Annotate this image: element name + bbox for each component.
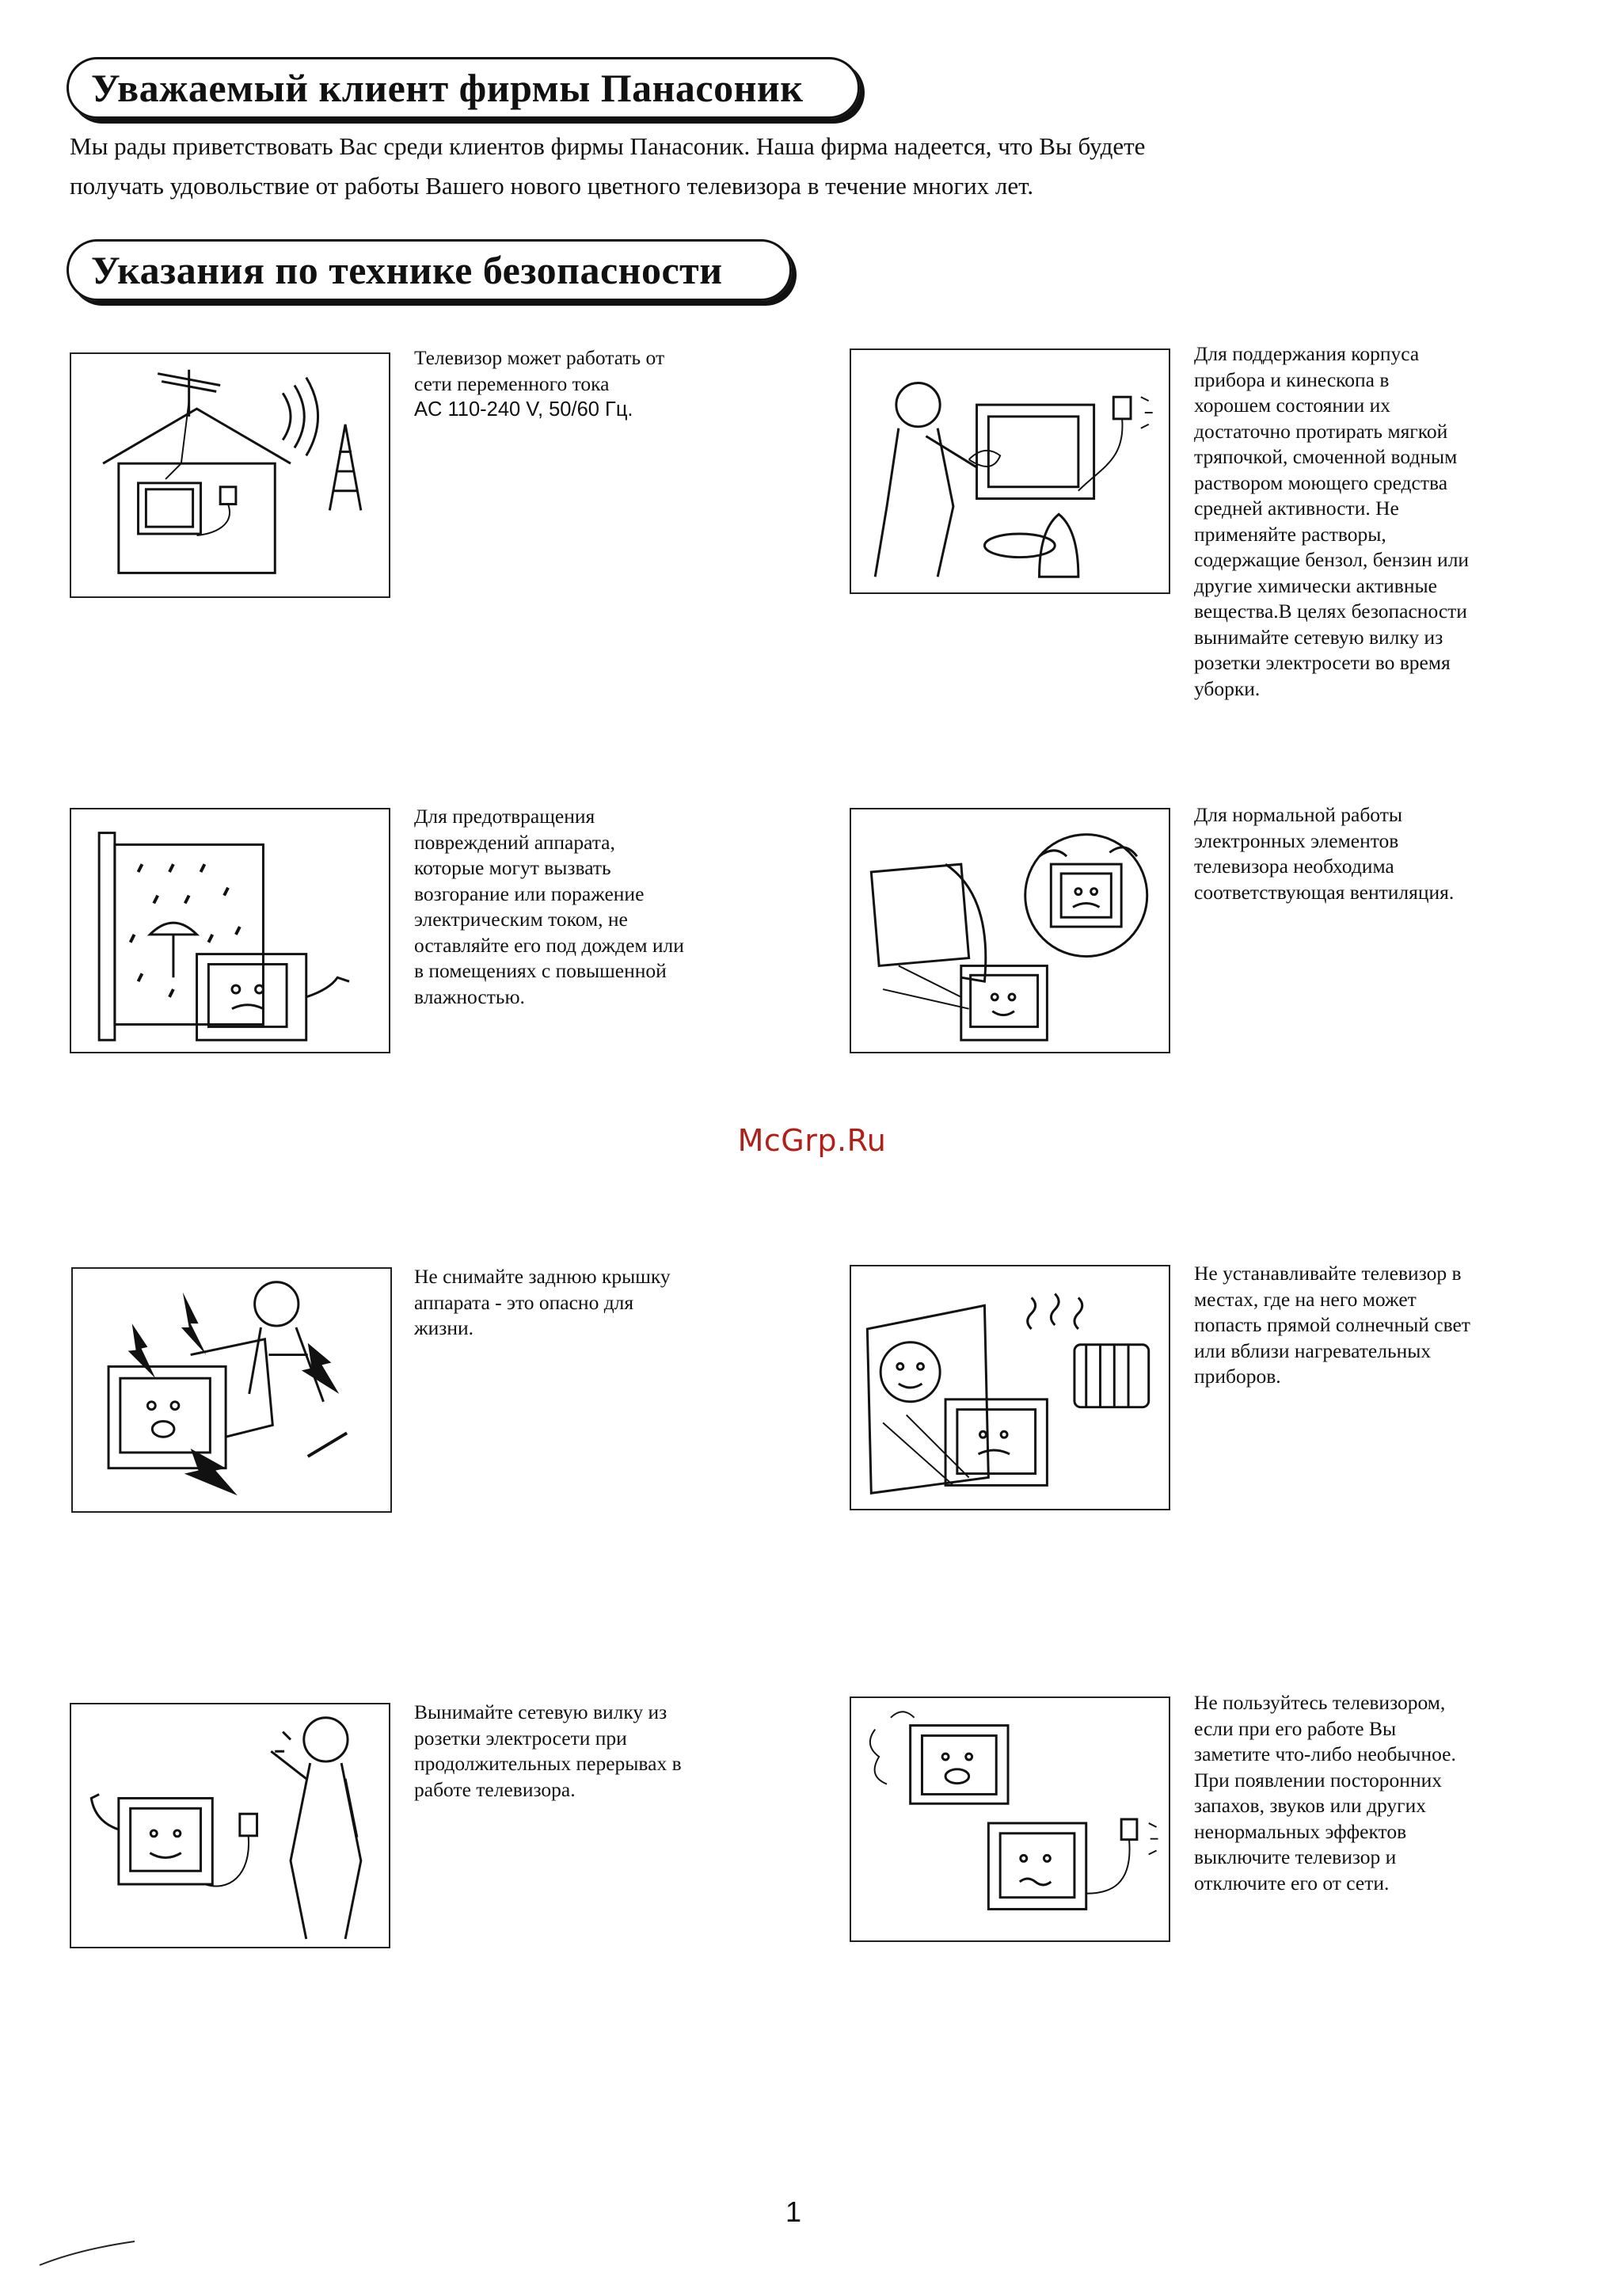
safety-note-back-cover: Не снимайте заднюю крышку аппарата - это…: [414, 1264, 763, 1342]
note-line: влажностью.: [414, 984, 525, 1008]
note-line: местах, где на него может: [1194, 1287, 1417, 1311]
safety-note-cleaning: Для поддержания корпуса прибора и кинеск…: [1194, 341, 1542, 702]
welcome-line-1: Мы рады приветствовать Вас среди клиенто…: [70, 132, 1146, 160]
note-line: Не снимайте заднюю крышку: [414, 1265, 671, 1288]
note-line: работе телевизора.: [414, 1777, 576, 1801]
note-line: жизни.: [414, 1316, 474, 1339]
safety-heading: Указания по технике безопасности: [67, 239, 792, 301]
watermark-text: McGrp.Ru: [737, 1123, 887, 1158]
welcome-line-2: получать удовольствие от работы Вашего н…: [70, 172, 1034, 200]
note-line: если при его работе Вы: [1194, 1716, 1397, 1740]
note-line: в помещениях с повышенной: [414, 959, 667, 982]
note-line: возгорание или поражение: [414, 882, 645, 905]
note-line: применяйте растворы,: [1194, 522, 1386, 546]
safety-note-heat: Не устанавливайте телевизор в местах, гд…: [1194, 1261, 1542, 1390]
illustration-back-cover: [71, 1267, 392, 1513]
note-line: которые могут вызвать: [414, 856, 611, 879]
note-line: Для нормальной работы: [1194, 803, 1402, 826]
note-line: вещества.В целях безопасности: [1194, 600, 1467, 623]
note-line: выключите телевизор и: [1194, 1845, 1397, 1868]
illustration-ventilation: [850, 808, 1170, 1053]
note-line: другие химически активные: [1194, 573, 1437, 597]
note-line: вынимайте сетевую вилку из: [1194, 625, 1443, 649]
note-line: Не устанавливайте телевизор в: [1194, 1262, 1462, 1285]
safety-note-power-supply: Телевизор может работать от сети перемен…: [414, 345, 763, 423]
illustration-rain: [70, 808, 390, 1053]
note-line: попасть прямой солнечный свет: [1194, 1313, 1470, 1336]
note-line: хорошем состоянии их: [1194, 394, 1391, 417]
note-line: Для поддержания корпуса: [1194, 342, 1420, 365]
note-line: достаточно протирать мягкой: [1194, 419, 1448, 443]
note-line: сети переменного тока: [414, 371, 610, 395]
note-line: AC 110-240 V, 50/60 Гц.: [414, 398, 633, 421]
note-line: Для предотвращения: [414, 805, 595, 828]
note-line: уборки.: [1194, 676, 1261, 700]
note-line: Вынимайте сетевую вилку из: [414, 1700, 667, 1723]
page-number: 1: [785, 2195, 802, 2228]
note-line: При появлении посторонних: [1194, 1768, 1442, 1792]
illustration-cleaning: [850, 348, 1170, 594]
note-line: тряпочкой, смоченной водным: [1194, 445, 1458, 468]
note-line: телевизора необходима: [1194, 855, 1394, 878]
note-line: отключите его от сети.: [1194, 1871, 1390, 1894]
note-line: розетки электросети во время: [1194, 651, 1451, 674]
safety-note-malfunction: Не пользуйтесь телевизором, если при его…: [1194, 1690, 1542, 1896]
note-line: аппарата - это опасно для: [414, 1290, 634, 1314]
note-line: заметите что-либо необычное.: [1194, 1742, 1456, 1765]
note-line: прибора и кинескопа в: [1194, 367, 1390, 391]
illustration-unplug: [70, 1703, 390, 1948]
note-line: запахов, звуков или других: [1194, 1794, 1426, 1817]
note-line: электронных элементов: [1194, 828, 1399, 852]
note-line: ненормальных эффектов: [1194, 1819, 1407, 1843]
note-line: Не пользуйтесь телевизором,: [1194, 1691, 1446, 1714]
note-line: содержащие бензол, бензин или: [1194, 548, 1470, 571]
note-line: повреждений аппарата,: [414, 830, 615, 854]
note-line: продолжительных перерывах в: [414, 1752, 682, 1775]
pen-stroke-mark: [39, 2241, 135, 2266]
note-line: средней активности. Не: [1194, 497, 1399, 520]
note-line: электрическим током, не: [414, 908, 628, 931]
note-line: или вблизи нагревательных: [1194, 1339, 1432, 1362]
note-line: приборов.: [1194, 1365, 1281, 1388]
note-line: оставляйте его под дождем или: [414, 933, 684, 957]
note-line: соответствующая вентиляция.: [1194, 880, 1455, 904]
note-line: розетки электросети при: [414, 1726, 627, 1750]
illustration-sun-heater: [850, 1265, 1170, 1510]
note-line: раствором моющего средства: [1194, 470, 1448, 494]
welcome-heading: Уважаемый клиент фирмы Панасоник: [67, 57, 860, 119]
illustration-house-antenna: [70, 352, 390, 598]
welcome-text: Мы рады приветствовать Вас среди клиенто…: [70, 127, 1447, 206]
illustration-malfunction: [850, 1696, 1170, 1942]
safety-note-moisture: Для предотвращения повреждений аппарата,…: [414, 804, 763, 1010]
safety-note-ventilation: Для нормальной работы электронных элемен…: [1194, 802, 1542, 905]
safety-note-unplug: Вынимайте сетевую вилку из розетки элект…: [414, 1700, 763, 1803]
note-line: Телевизор может работать от: [414, 346, 665, 369]
